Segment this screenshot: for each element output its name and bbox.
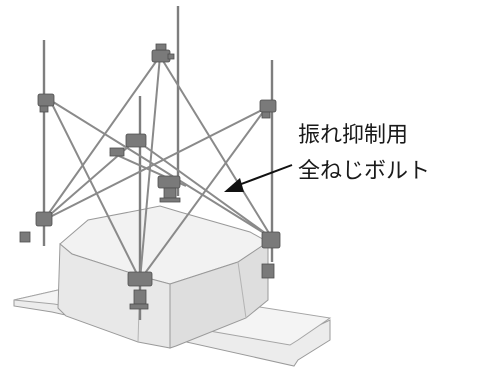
clamp-front-upper	[109, 133, 147, 157]
clamp-left-upper	[37, 93, 55, 113]
callout-arrow	[224, 164, 293, 192]
callout-line-1: 振れ抑制用	[298, 123, 409, 148]
callout-line-2: 全ねじボルト	[298, 159, 431, 184]
clamp-front-lower	[127, 271, 153, 310]
brace-rod	[43, 55, 161, 221]
clamp-right-upper	[259, 99, 277, 119]
clamp-top	[151, 43, 175, 63]
brace-rod	[139, 107, 267, 281]
callout-label: 振れ抑制用 全ねじボルト	[298, 118, 430, 190]
brace-rod	[43, 107, 267, 221]
clamp-left-lower	[19, 211, 53, 243]
clamp-center	[157, 175, 181, 203]
brace-rod	[139, 55, 161, 281]
brace-rod	[135, 139, 273, 239]
brace-rods	[43, 55, 273, 281]
brace-rod	[49, 99, 273, 239]
clamp-fittings	[19, 43, 281, 310]
clamp-right-lower	[261, 231, 281, 279]
brace-rod	[49, 99, 141, 281]
brace-rod	[159, 55, 273, 239]
